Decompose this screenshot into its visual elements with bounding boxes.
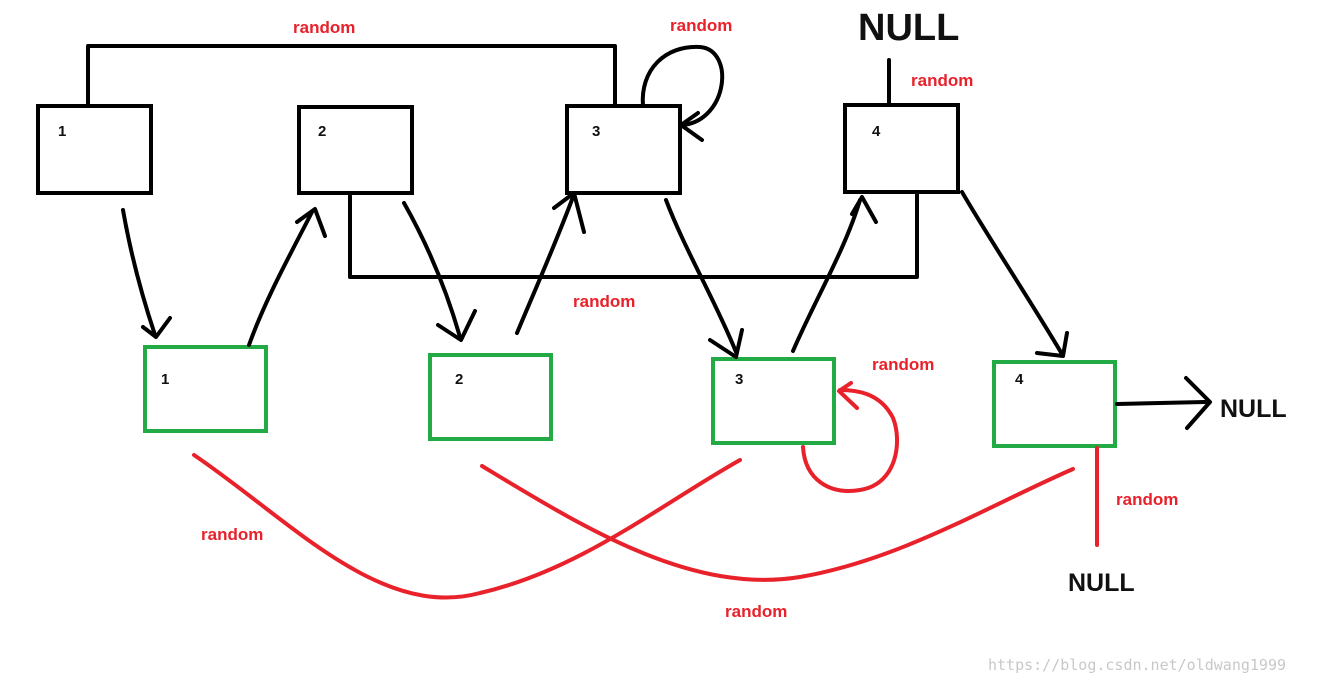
next-arrow-orig1-to-copy1 [121, 208, 157, 337]
next-arrowhead-orig3 [552, 191, 586, 234]
copy-node-2-label: 2 [455, 371, 463, 388]
original-node-3: 3 [565, 104, 682, 195]
copy-node-3-label: 3 [735, 371, 743, 388]
original-node-4-label: 4 [872, 123, 881, 140]
original-node-4: 4 [843, 103, 960, 194]
self-loop-arrowhead [679, 111, 704, 142]
copy-node-2: 2 [428, 353, 553, 441]
null-label-bottom: NULL [1068, 569, 1135, 597]
random-label-copy-self-loop: random [872, 355, 934, 374]
original-node-2-label: 2 [318, 123, 326, 140]
copy-random-pointer-3-self-loop [801, 388, 900, 493]
original-node-1: 1 [36, 104, 153, 195]
next-arrowhead-copy2 [436, 309, 477, 342]
next-arrowhead-orig2 [295, 207, 327, 238]
copy-node-4: 4 [992, 360, 1117, 448]
next-arrow-copy2-to-orig3 [515, 195, 575, 335]
random-label-copy-1-3: random [201, 525, 263, 544]
copy-node-1: 1 [143, 345, 268, 433]
original-node-2: 2 [297, 105, 414, 195]
null-label-top: NULL [858, 7, 959, 49]
next-arrowhead-null [1184, 376, 1212, 430]
original-node-3-label: 3 [592, 123, 600, 140]
random-label-node4-null: random [911, 71, 973, 90]
copy-node-4-label: 4 [1015, 371, 1024, 388]
copy-self-loop-arrowhead [837, 381, 859, 410]
random-label-copy4-null: random [1116, 490, 1178, 509]
next-arrow-orig2-to-copy2 [402, 201, 462, 339]
copy-random-pointer-2-to-4 [480, 464, 1075, 582]
random-label-top: random [293, 18, 355, 37]
null-label-right: NULL [1220, 395, 1287, 423]
random-pointer-1-to-3 [86, 44, 617, 106]
watermark-text: https://blog.csdn.net/oldwang1999 [988, 656, 1286, 674]
next-arrowhead-copy3 [708, 328, 744, 359]
original-node-1-label: 1 [58, 123, 66, 140]
random-pointer-2-to-4 [348, 192, 919, 279]
next-arrowhead-copy4 [1035, 331, 1069, 358]
copy-node-3: 3 [711, 357, 836, 445]
next-arrowhead-copy1 [141, 316, 172, 339]
next-arrow-copy1-to-orig2 [247, 210, 314, 347]
random-label-copy-2-4: random [725, 602, 787, 621]
random-pointer-3-self-loop [640, 44, 725, 127]
next-arrow-copy4-to-null [1115, 400, 1207, 406]
next-arrow-copy3-to-orig4 [791, 198, 862, 353]
next-arrow-orig3-to-copy3 [664, 198, 738, 354]
copy-random-pointer-1-to-3 [192, 453, 742, 600]
copy-node-1-label: 1 [161, 371, 169, 388]
random-label-self-loop: random [670, 16, 732, 35]
next-arrow-orig4-to-copy4 [960, 190, 1064, 356]
next-arrowhead-orig4 [850, 195, 878, 224]
random-label-bracket-2-4: random [573, 292, 635, 311]
